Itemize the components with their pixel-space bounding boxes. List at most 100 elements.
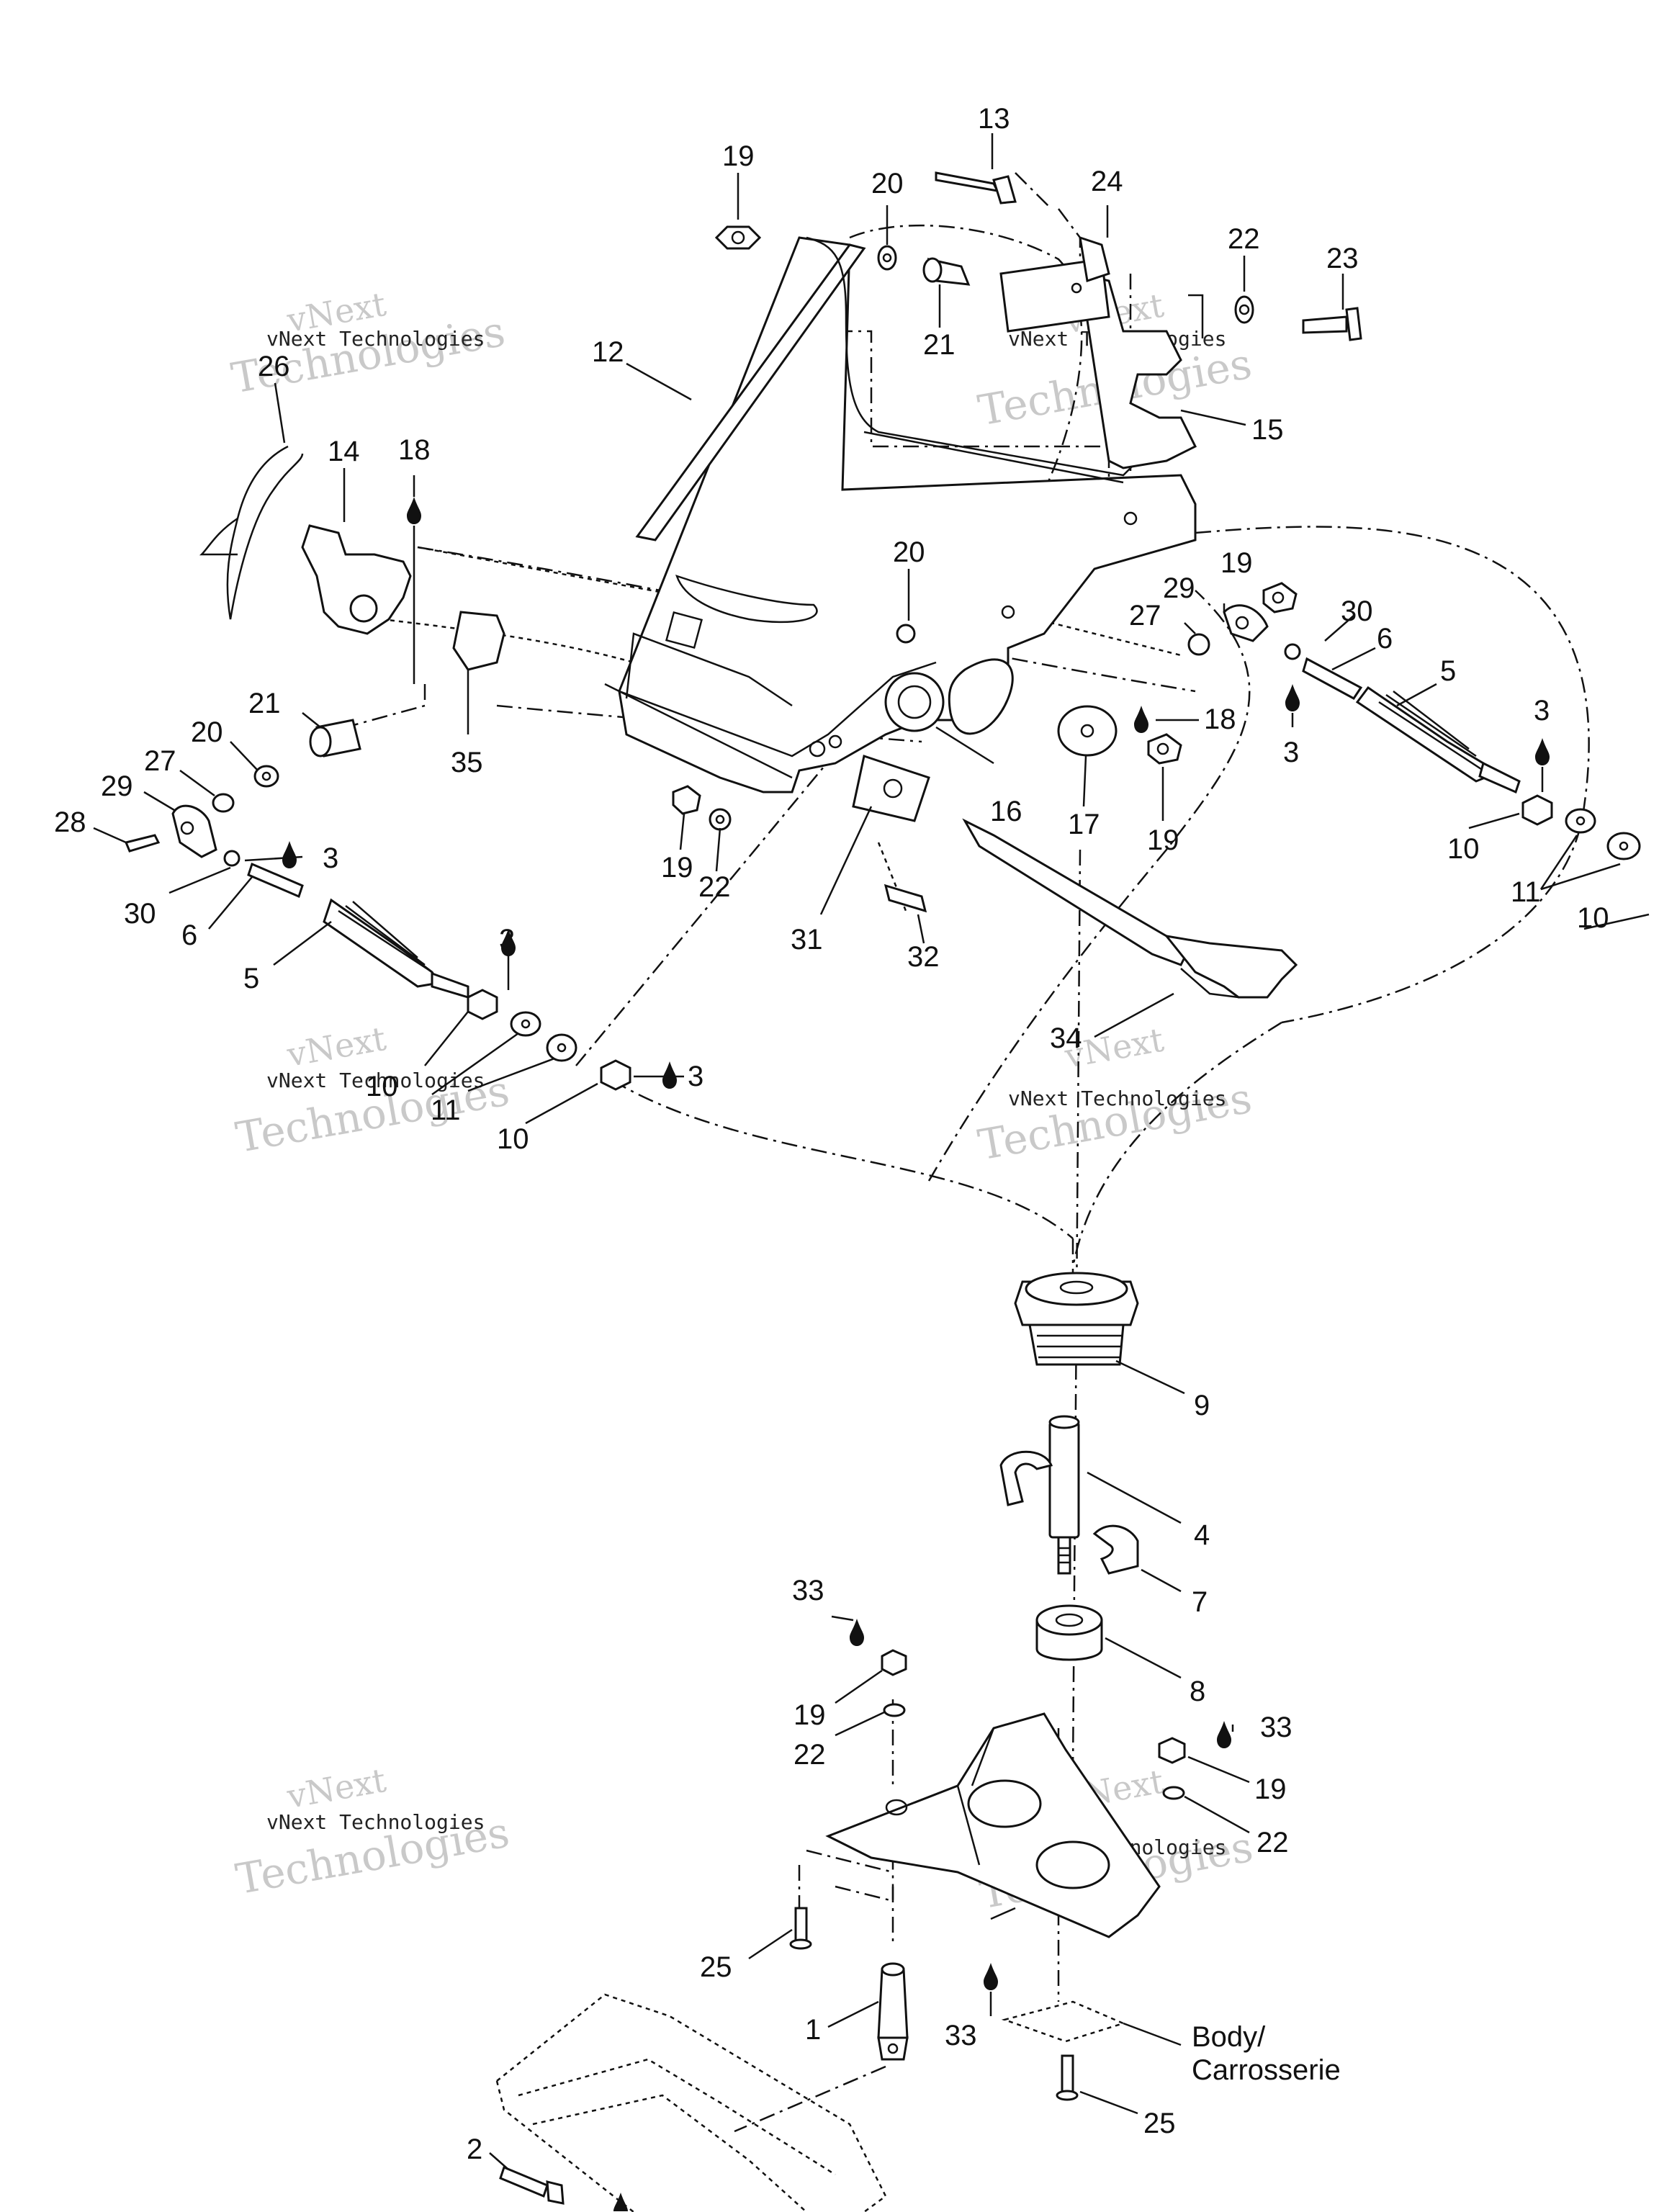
callout-5: 5: [243, 963, 259, 994]
lever-14: [301, 524, 412, 635]
screw-32: [884, 884, 927, 913]
callout-18: 18: [398, 434, 431, 466]
callout-21: 21: [923, 329, 956, 361]
callout-19: 19: [722, 140, 755, 172]
washer-18-mid: [1057, 705, 1118, 757]
lubricant-drop-icon: [501, 929, 516, 956]
callout-29: 29: [1163, 572, 1195, 604]
callout-14: 14: [328, 436, 360, 467]
callout-11: 11: [431, 1094, 461, 1126]
rod-end-6-left: [247, 862, 304, 899]
bolt-28: [124, 834, 161, 853]
callout-23: 23: [1326, 243, 1359, 274]
callout-25: 25: [700, 1951, 732, 1983]
callout-18: 18: [1204, 703, 1236, 735]
callout-33: 33: [1260, 1712, 1292, 1743]
lubricant-drop-icon: [1285, 684, 1300, 711]
ball-joint-29-left: [171, 804, 217, 858]
callout-labels: 13 19 20 24 22 23 21 12 26 15 14 18 20 1…: [54, 103, 1609, 2165]
washer-22-top: [1234, 295, 1254, 324]
hairpin-26: [199, 445, 304, 620]
bushing-8: [1035, 1604, 1103, 1661]
callout-10: 10: [366, 1071, 398, 1102]
rivet-13: [935, 171, 1017, 204]
callout-33: 33: [945, 2020, 977, 2051]
washer-20-mid: [896, 624, 916, 644]
nut-19-center: [672, 785, 701, 815]
callout-2: 2: [467, 2134, 482, 2165]
callout-6: 6: [181, 920, 197, 951]
callout-3: 3: [499, 924, 515, 956]
callout-19: 19: [1254, 1773, 1287, 1805]
callout-26: 26: [258, 351, 290, 382]
callout-20: 20: [893, 536, 925, 568]
shift-lever-34: [962, 818, 1298, 999]
callout-16: 16: [990, 796, 1022, 827]
callout-19: 19: [661, 852, 693, 884]
body-panel-outline: [1001, 2000, 1126, 2043]
spacer-21-left: [309, 719, 361, 757]
leader-lines: [93, 133, 1650, 2170]
nut-19-mid: [1147, 733, 1182, 765]
callout-3: 3: [323, 842, 338, 874]
washer-20-top: [877, 245, 897, 271]
callout-22: 22: [793, 1739, 826, 1771]
lubricant-drop-icon: [282, 841, 297, 868]
callout-27: 27: [1129, 600, 1161, 631]
watermark-text-main: vNext Technologies: [266, 1810, 485, 1834]
clip-7-left: [999, 1450, 1053, 1506]
lubricant-drop-icon: [1535, 738, 1550, 765]
callout-3: 3: [1534, 695, 1550, 727]
screw-25-left: [789, 1907, 812, 1950]
callout-10: 10: [497, 1123, 529, 1155]
callout-3: 3: [688, 1061, 703, 1092]
callout-33: 33: [792, 1575, 824, 1606]
clip-7-right: [1092, 1524, 1139, 1575]
callout-3: 3: [1283, 737, 1299, 768]
washer-27-left: [212, 793, 235, 813]
lubricant-drop-icon: [850, 1619, 864, 1646]
callout-17: 17: [1068, 809, 1100, 840]
plate-31: [852, 755, 930, 822]
body-label-line1: Body/: [1192, 2021, 1266, 2053]
watermark-text-line1: vNext: [284, 1761, 390, 1816]
callout-30: 30: [124, 898, 156, 930]
bolt-23: [1302, 307, 1362, 341]
watermark-text-main: vNext Technologies: [266, 1069, 485, 1092]
lubricant-drop-icon: [984, 1963, 998, 1990]
callout-13: 13: [978, 103, 1010, 135]
callout-22: 22: [1256, 1827, 1289, 1858]
callout-35: 35: [451, 747, 483, 778]
callout-34: 34: [1050, 1022, 1082, 1054]
washer-11-left-b: [546, 1033, 577, 1062]
callout-1: 1: [805, 2014, 821, 2046]
lubricant-drop-icon: [1134, 706, 1148, 733]
lubricant-drops: [282, 497, 1550, 2211]
washer-11-right-a: [1565, 808, 1596, 834]
cable-5-left: [323, 898, 469, 999]
nut-19-lower-right: [1158, 1737, 1186, 1764]
callout-12: 12: [592, 336, 624, 368]
callout-19: 19: [793, 1699, 826, 1731]
callout-29: 29: [101, 770, 133, 802]
bracket-24: [999, 235, 1110, 333]
lubricant-drop-icon: [662, 1061, 677, 1089]
callout-4: 4: [1194, 1519, 1210, 1551]
callout-21: 21: [248, 688, 281, 719]
bolt-2: [499, 2165, 565, 2205]
cable-5-right: [1355, 685, 1521, 794]
callout-10: 10: [1447, 833, 1480, 865]
callout-11: 11: [1511, 876, 1541, 908]
nut-10-right-upper: [1521, 794, 1553, 826]
callout-9: 9: [1194, 1390, 1210, 1421]
cable-guide-15: [806, 236, 1204, 484]
watermark-text-line1: vNext: [284, 1019, 390, 1074]
callout-10: 10: [1577, 902, 1609, 934]
nut-30-right: [1284, 643, 1301, 660]
shaft-4: [1048, 1415, 1080, 1575]
lubricant-drop-icon: [407, 497, 421, 524]
nut-10-left-lower: [600, 1059, 631, 1091]
callout-5: 5: [1440, 655, 1456, 687]
callout-28: 28: [54, 806, 86, 838]
